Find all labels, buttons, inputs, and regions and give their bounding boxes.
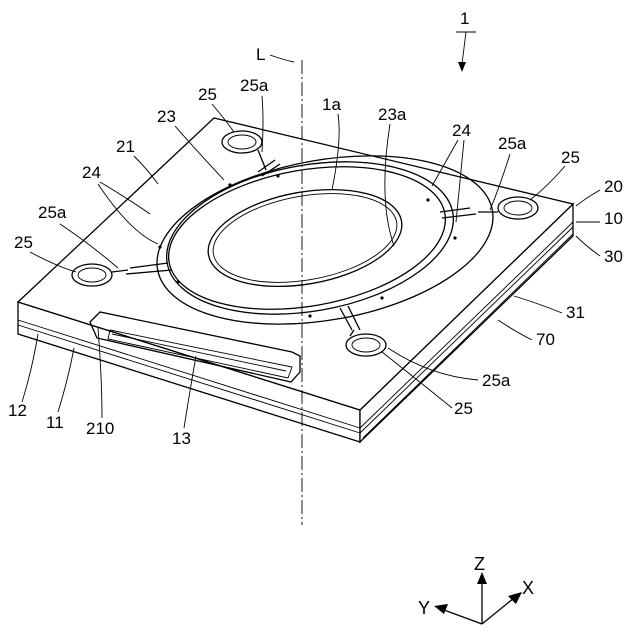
label-25a-left: 25a — [38, 203, 67, 222]
label-23: 23 — [157, 107, 176, 126]
svg-text:Z: Z — [474, 554, 485, 574]
label-25-left: 25 — [14, 233, 33, 252]
plate-top-face — [18, 118, 573, 410]
label-25a-right: 25a — [498, 134, 527, 153]
svg-text:Y: Y — [418, 598, 430, 618]
label-25a-top: 25a — [240, 76, 269, 95]
label-31: 31 — [566, 303, 585, 322]
label-1a: 1a — [322, 95, 341, 114]
label-25-right: 25 — [561, 148, 580, 167]
label-10: 10 — [604, 209, 623, 228]
coordinate-triad: Z X Y — [418, 554, 534, 624]
label-11: 11 — [46, 413, 64, 432]
figure-number: 1 — [456, 9, 476, 72]
label-210: 210 — [86, 419, 114, 438]
label-21: 21 — [116, 137, 135, 156]
svg-text:1: 1 — [460, 9, 469, 28]
label-24-top: 24 — [452, 121, 471, 140]
label-30: 30 — [604, 247, 623, 266]
label-L: L — [256, 45, 265, 64]
label-20: 20 — [604, 177, 623, 196]
label-70: 70 — [536, 330, 555, 349]
label-13: 13 — [172, 429, 191, 448]
label-25a-bottom: 25a — [482, 371, 511, 390]
label-23a: 23a — [378, 105, 407, 124]
label-12: 12 — [8, 401, 27, 420]
label-24-left: 24 — [82, 163, 101, 182]
label-25-bottom: 25 — [454, 399, 473, 418]
svg-text:X: X — [522, 578, 534, 598]
label-25-topleft: 25 — [198, 85, 217, 104]
